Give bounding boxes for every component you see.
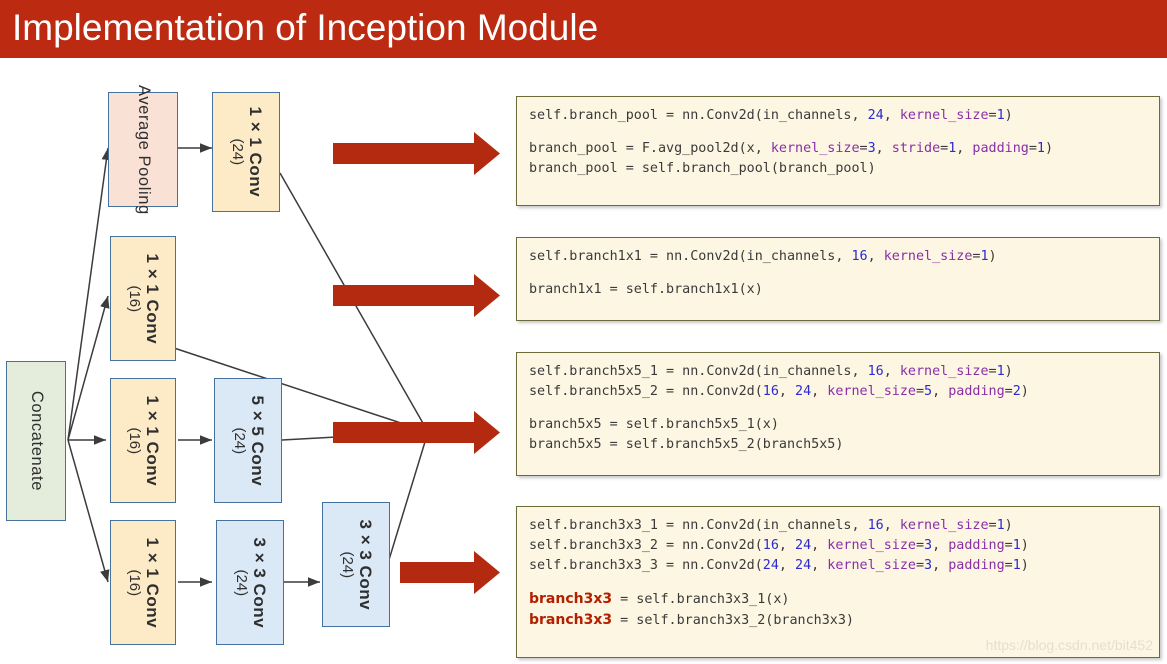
- code-line: [529, 267, 1159, 280]
- code-line: self.branch5x5_1 = nn.Conv2d(in_channels…: [529, 364, 1013, 379]
- code-line: branch1x1 = self.branch1x1(x): [529, 282, 763, 297]
- inception-diagram: Concatenate Average Pooling 1 × 1 Conv (…: [0, 58, 520, 664]
- code-line: branch3x3 = self.branch3x3_2(branch3x3): [529, 612, 854, 628]
- code-line: [529, 126, 1159, 139]
- code-line: [529, 576, 1159, 589]
- edge-concat-to-conv1x1b: [67, 295, 110, 441]
- code-line: self.branch1x1 = nn.Conv2d(in_channels, …: [529, 249, 997, 264]
- red-arrow-group: [333, 132, 500, 594]
- code-line: branch5x5 = self.branch5x5_1(x): [529, 417, 779, 432]
- node-conv1x1-16-branch5x5[interactable]: 1 × 1 Conv (16): [110, 378, 176, 503]
- code-block-branch5x5[interactable]: self.branch5x5_1 = nn.Conv2d(in_channels…: [516, 352, 1160, 476]
- code-block-branch-pool[interactable]: self.branch_pool = nn.Conv2d(in_channels…: [516, 96, 1160, 206]
- red-arrow-branch1x1: [333, 274, 500, 317]
- edge-conv3x3b-to-merge: [387, 431, 429, 564]
- code-line: self.branch3x3_3 = nn.Conv2d(24, 24, ker…: [529, 558, 1029, 573]
- red-arrow-branch-pool: [333, 132, 500, 175]
- code-block-branch3x3[interactable]: self.branch3x3_1 = nn.Conv2d(in_channels…: [516, 506, 1160, 658]
- node-conv3x3-24-first[interactable]: 3 × 3 Conv (24): [216, 520, 284, 645]
- diagram-connectors: [67, 132, 500, 594]
- code-block-branch1x1[interactable]: self.branch1x1 = nn.Conv2d(in_channels, …: [516, 237, 1160, 321]
- code-line: branch_pool = F.avg_pool2d(x, kernel_siz…: [529, 141, 1054, 156]
- code-line: [529, 402, 1159, 415]
- red-arrow-branch3x3: [400, 551, 500, 594]
- red-arrow-branch5x5: [333, 411, 500, 454]
- slide-title-bar: Implementation of Inception Module: [0, 0, 1167, 58]
- node-average-pooling[interactable]: Average Pooling: [108, 85, 178, 214]
- code-line: branch5x5 = self.branch5x5_2(branch5x5): [529, 437, 844, 452]
- code-line: self.branch5x5_2 = nn.Conv2d(16, 24, ker…: [529, 384, 1029, 399]
- code-line: branch3x3 = self.branch3x3_1(x): [529, 591, 790, 607]
- node-conv1x1-24[interactable]: 1 × 1 Conv (24): [212, 92, 280, 212]
- code-line: self.branch_pool = nn.Conv2d(in_channels…: [529, 108, 1013, 123]
- code-line: self.branch3x3_1 = nn.Conv2d(in_channels…: [529, 518, 1013, 533]
- node-concatenate[interactable]: Concatenate: [6, 361, 66, 521]
- code-line: branch_pool = self.branch_pool(branch_po…: [529, 161, 876, 176]
- node-conv1x1-16-branch3x3[interactable]: 1 × 1 Conv (16): [110, 520, 176, 645]
- node-conv3x3-24-second[interactable]: 3 × 3 Conv (24): [322, 502, 390, 627]
- edge-concat-to-avgpool: [67, 147, 112, 441]
- watermark-text: https://blog.csdn.net/bit452: [985, 637, 1153, 653]
- code-line: self.branch3x3_2 = nn.Conv2d(16, 24, ker…: [529, 538, 1029, 553]
- page-title: Implementation of Inception Module: [12, 7, 599, 48]
- node-conv5x5-24[interactable]: 5 × 5 Conv (24): [214, 378, 282, 503]
- edge-concat-to-conv1x1d: [67, 439, 110, 583]
- edge-conv1x1b-to-merge: [173, 347, 429, 433]
- node-conv1x1-16-branch1x1[interactable]: 1 × 1 Conv (16): [110, 236, 176, 361]
